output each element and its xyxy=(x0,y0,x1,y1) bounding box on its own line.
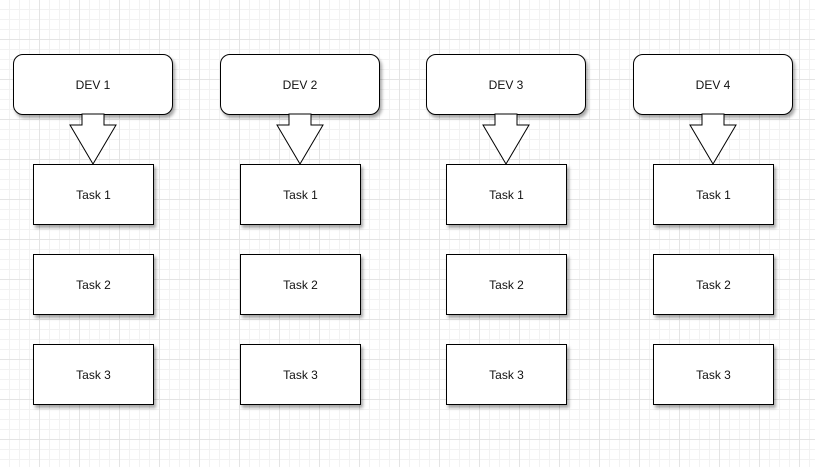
dev-node-3[interactable]: DEV 3 xyxy=(426,54,586,115)
task-node-label: Task 2 xyxy=(696,277,731,292)
down-arrow-icon[interactable] xyxy=(480,113,532,165)
task-node-2[interactable]: Task 2 xyxy=(653,254,774,315)
dev-column-2: DEV 2 Task 1 Task 2 Task 3 xyxy=(220,0,390,467)
dev-node-label: DEV 4 xyxy=(695,77,731,92)
down-arrow-icon[interactable] xyxy=(687,113,739,165)
task-node-label: Task 2 xyxy=(283,277,318,292)
dev-column-1: DEV 1 Task 1 Task 2 Task 3 xyxy=(13,0,183,467)
dev-node-label: DEV 2 xyxy=(282,77,318,92)
task-node-label: Task 3 xyxy=(489,367,524,382)
task-node-label: Task 1 xyxy=(489,187,524,202)
task-node-1[interactable]: Task 1 xyxy=(446,164,567,225)
dev-node-2[interactable]: DEV 2 xyxy=(220,54,380,115)
task-node-label: Task 1 xyxy=(76,187,111,202)
dev-node-label: DEV 1 xyxy=(75,77,111,92)
task-node-label: Task 2 xyxy=(489,277,524,292)
task-node-3[interactable]: Task 3 xyxy=(653,344,774,405)
task-node-label: Task 3 xyxy=(283,367,318,382)
down-arrow-icon[interactable] xyxy=(274,113,326,165)
task-node-3[interactable]: Task 3 xyxy=(33,344,154,405)
dev-column-3: DEV 3 Task 1 Task 2 Task 3 xyxy=(426,0,596,467)
dev-node-4[interactable]: DEV 4 xyxy=(633,54,793,115)
task-node-2[interactable]: Task 2 xyxy=(240,254,361,315)
task-node-label: Task 2 xyxy=(76,277,111,292)
task-node-label: Task 3 xyxy=(76,367,111,382)
task-node-1[interactable]: Task 1 xyxy=(653,164,774,225)
task-node-label: Task 3 xyxy=(696,367,731,382)
task-node-2[interactable]: Task 2 xyxy=(33,254,154,315)
task-node-label: Task 1 xyxy=(283,187,318,202)
dev-node-label: DEV 3 xyxy=(488,77,524,92)
task-node-label: Task 1 xyxy=(696,187,731,202)
down-arrow-icon[interactable] xyxy=(67,113,119,165)
dev-node-1[interactable]: DEV 1 xyxy=(13,54,173,115)
task-node-1[interactable]: Task 1 xyxy=(240,164,361,225)
task-node-2[interactable]: Task 2 xyxy=(446,254,567,315)
task-node-3[interactable]: Task 3 xyxy=(446,344,567,405)
dev-column-4: DEV 4 Task 1 Task 2 Task 3 xyxy=(633,0,803,467)
task-node-1[interactable]: Task 1 xyxy=(33,164,154,225)
task-node-3[interactable]: Task 3 xyxy=(240,344,361,405)
